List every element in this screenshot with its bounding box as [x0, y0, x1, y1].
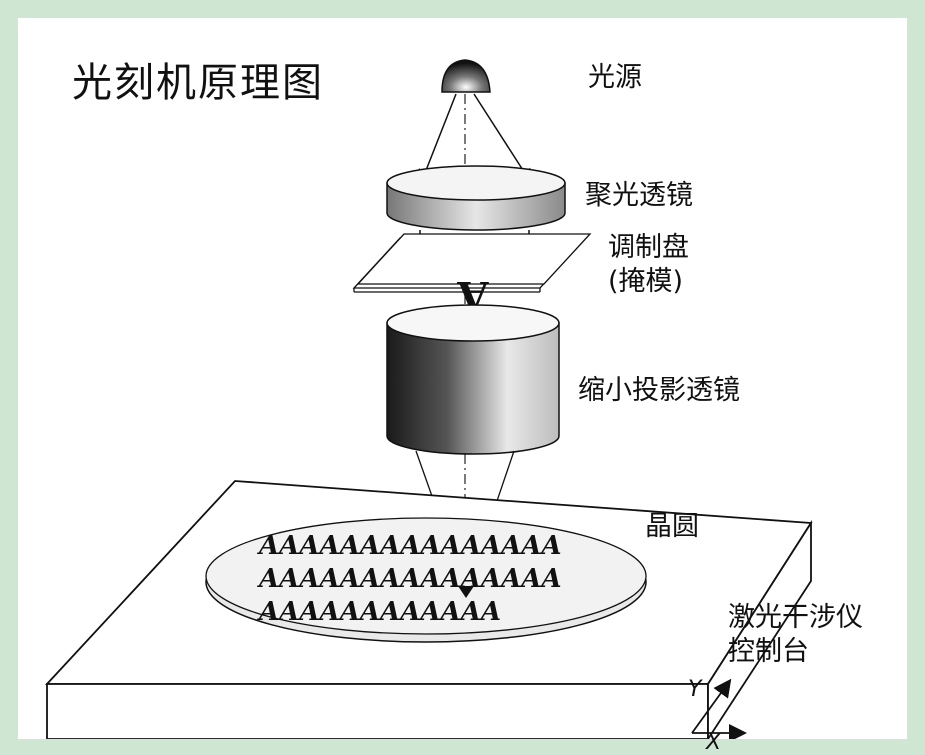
- light-source-label: 光源: [588, 62, 642, 93]
- condenser-lens-label: 聚光透镜: [585, 180, 693, 211]
- projection-lens-label: 缩小投影透镜: [578, 375, 740, 406]
- y-axis-label: Y: [688, 677, 702, 702]
- stage-label-line1: 激光干涉仪: [728, 602, 863, 633]
- reticle-label-line1: 调制盘: [608, 232, 689, 263]
- wafer-pattern-row: AAAAAAAAAAAAAAA: [259, 564, 562, 594]
- diagram-title: 光刻机原理图: [72, 60, 324, 106]
- stage-label-line2: 控制台: [728, 636, 809, 667]
- diagram-panel: A 光刻机原理图 光源 聚光透镜 调制: [18, 18, 907, 755]
- axis-arrows: [691, 678, 747, 739]
- light-source-bulb: [441, 59, 491, 93]
- wafer-pattern-row: AAAAAAAAAAAA: [259, 597, 502, 627]
- projection-tip: [458, 586, 474, 598]
- x-axis-label: X: [706, 730, 722, 755]
- wafer-label: 晶圆: [645, 511, 699, 542]
- reticle-label-line2: (掩模): [608, 266, 684, 297]
- wafer: [205, 517, 647, 643]
- lithography-diagram: A: [44, 59, 813, 739]
- source-rays: [418, 93, 533, 185]
- condenser-lens: [386, 165, 566, 231]
- wafer-pattern-row: AAAAAAAAAAAAAAA: [259, 531, 562, 561]
- projection-lens: [386, 304, 560, 455]
- reticle-mask: [352, 233, 592, 293]
